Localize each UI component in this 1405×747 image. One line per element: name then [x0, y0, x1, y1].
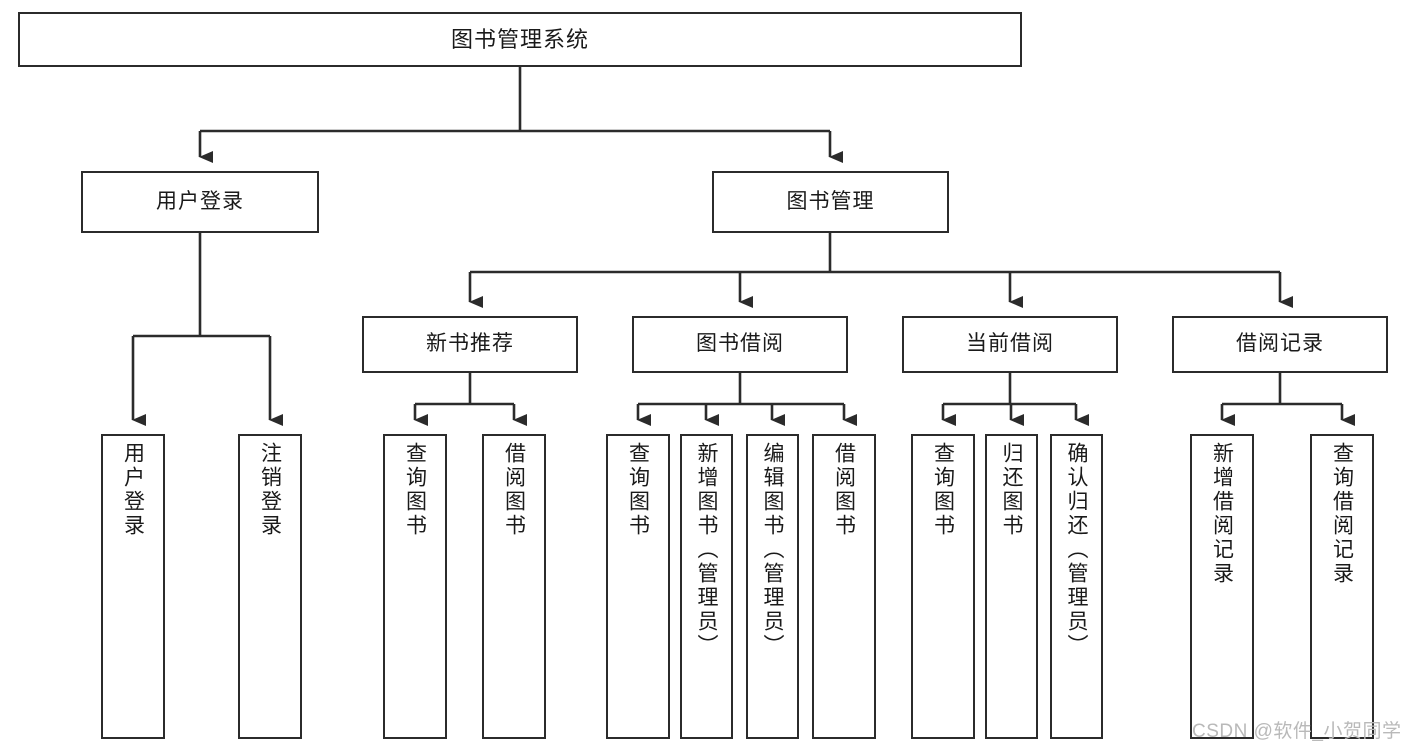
node-root[interactable]: 图书管理系统 — [18, 12, 1022, 67]
leaf-borrow-books-borrow-label: 借阅图书 — [832, 442, 856, 538]
leaf-return-books-label: 归还图书 — [1000, 442, 1023, 538]
leaf-add-book-admin-label: 新增图书（管理员） — [695, 442, 718, 658]
leaf-user-login-label: 用户登录 — [121, 442, 145, 538]
node-borrow-record-label: 借阅记录 — [1236, 332, 1324, 356]
leaf-return-books[interactable]: 归还图书 — [985, 434, 1038, 739]
leaf-confirm-return-admin-label: 确认归还（管理员） — [1065, 442, 1088, 658]
leaf-user-login[interactable]: 用户登录 — [101, 434, 165, 739]
leaf-edit-book-admin-label: 编辑图书（管理员） — [761, 442, 784, 658]
leaf-query-books-borrow[interactable]: 查询图书 — [606, 434, 670, 739]
leaf-logout[interactable]: 注销登录 — [238, 434, 302, 739]
node-book-borrow-label: 图书借阅 — [696, 332, 784, 356]
node-book-management-label: 图书管理 — [786, 189, 875, 213]
leaf-query-books-current-label: 查询图书 — [931, 442, 955, 538]
leaf-query-books-recommend[interactable]: 查询图书 — [383, 434, 447, 739]
node-new-book-recommend[interactable]: 新书推荐 — [362, 316, 578, 373]
leaf-confirm-return-admin[interactable]: 确认归还（管理员） — [1050, 434, 1103, 739]
node-borrow-record[interactable]: 借阅记录 — [1172, 316, 1388, 373]
leaf-add-borrow-record[interactable]: 新增借阅记录 — [1190, 434, 1254, 739]
csdn-watermark: CSDN @软件_小贺同学 — [1192, 721, 1402, 742]
node-current-borrow[interactable]: 当前借阅 — [902, 316, 1118, 373]
node-current-borrow-label: 当前借阅 — [966, 332, 1054, 356]
node-book-management[interactable]: 图书管理 — [712, 171, 949, 233]
node-root-label: 图书管理系统 — [450, 26, 589, 52]
leaf-query-books-current[interactable]: 查询图书 — [911, 434, 975, 739]
leaf-borrow-books-recommend-label: 借阅图书 — [502, 442, 526, 538]
leaf-query-borrow-record-label: 查询借阅记录 — [1330, 442, 1354, 586]
leaf-add-book-admin[interactable]: 新增图书（管理员） — [680, 434, 733, 739]
leaf-borrow-books-borrow[interactable]: 借阅图书 — [812, 434, 876, 739]
leaf-query-books-borrow-label: 查询图书 — [626, 442, 650, 538]
node-book-borrow[interactable]: 图书借阅 — [632, 316, 848, 373]
leaf-borrow-books-recommend[interactable]: 借阅图书 — [482, 434, 546, 739]
leaf-logout-label: 注销登录 — [258, 442, 282, 538]
leaf-query-borrow-record[interactable]: 查询借阅记录 — [1310, 434, 1374, 739]
node-new-book-recommend-label: 新书推荐 — [426, 332, 514, 356]
leaf-query-books-recommend-label: 查询图书 — [403, 442, 427, 538]
node-user-login[interactable]: 用户登录 — [81, 171, 319, 233]
leaf-edit-book-admin[interactable]: 编辑图书（管理员） — [746, 434, 799, 739]
leaf-add-borrow-record-label: 新增借阅记录 — [1210, 442, 1234, 586]
node-user-login-label: 用户登录 — [156, 189, 244, 213]
